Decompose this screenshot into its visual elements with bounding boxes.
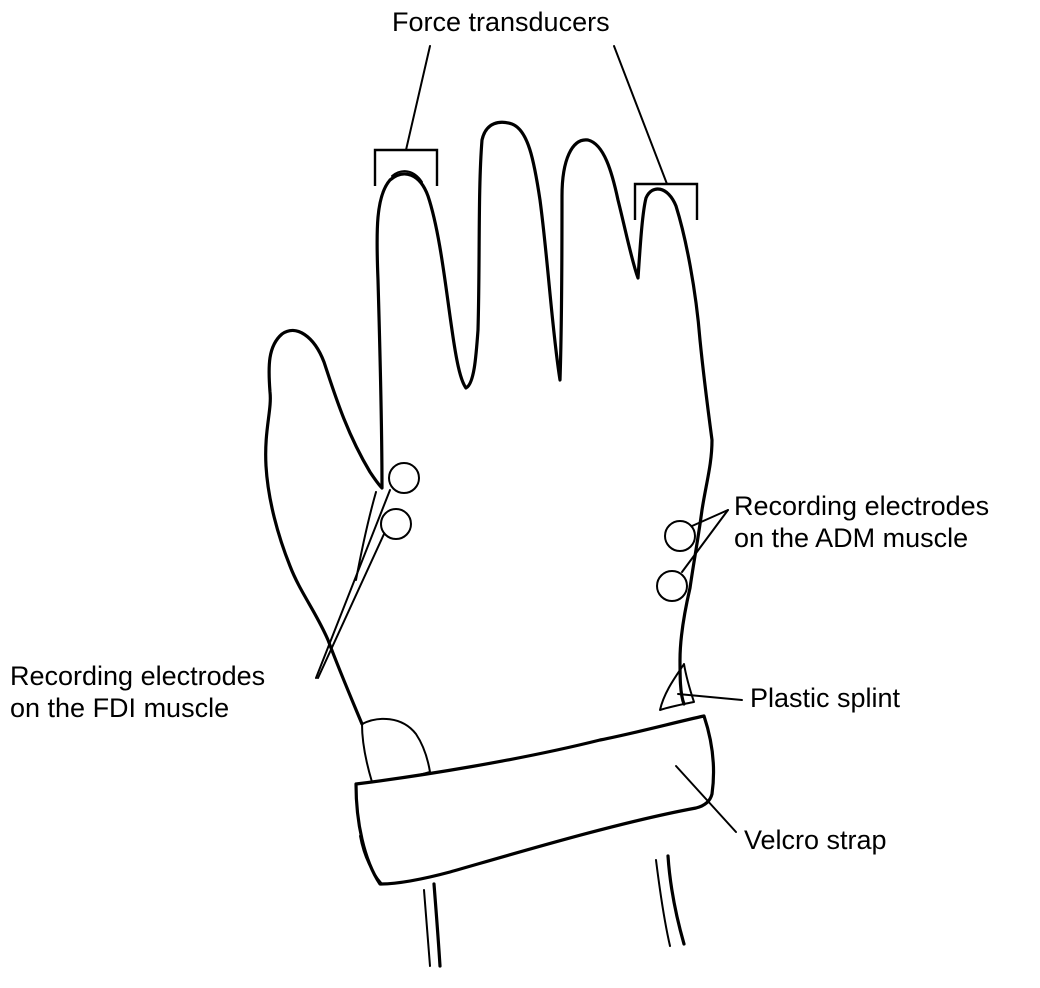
- forearm-right-inner-line: [656, 860, 670, 946]
- forearm-left-line: [434, 884, 440, 966]
- fdi-electrode-bottom: [381, 509, 411, 539]
- plastic-splint-left: [362, 719, 430, 782]
- velcro-strap: [356, 716, 714, 884]
- force-transducer-leader-left: [406, 46, 430, 150]
- fdi-electrode-leader-1: [316, 490, 390, 678]
- force-transducer-bracket-left: [375, 150, 437, 186]
- adm-electrodes-label-line1: Recording electrodes: [734, 490, 989, 522]
- adm-electrode-bottom: [657, 571, 687, 601]
- adm-electrode-top: [665, 521, 695, 551]
- fdi-electrodes-label-line2: on the FDI muscle: [10, 692, 265, 724]
- force-transducers-label: Force transducers: [392, 6, 610, 38]
- plastic-splint-leader: [678, 694, 742, 700]
- fdi-electrodes-label-line1: Recording electrodes: [10, 660, 265, 692]
- force-transducer-leader-right: [614, 46, 667, 184]
- velcro-strap-label: Velcro strap: [744, 824, 887, 856]
- fdi-electrodes-label: Recording electrodes on the FDI muscle: [10, 660, 265, 724]
- fdi-electrode-top: [389, 463, 419, 493]
- plastic-splint-right: [660, 664, 694, 710]
- plastic-splint-label: Plastic splint: [750, 682, 900, 714]
- adm-electrodes-label: Recording electrodes on the ADM muscle: [734, 490, 989, 554]
- forearm-right-line: [668, 856, 684, 944]
- adm-electrodes-label-line2: on the ADM muscle: [734, 522, 989, 554]
- forearm-left-inner-line: [424, 890, 430, 966]
- fdi-electrode-leader-2: [318, 534, 384, 678]
